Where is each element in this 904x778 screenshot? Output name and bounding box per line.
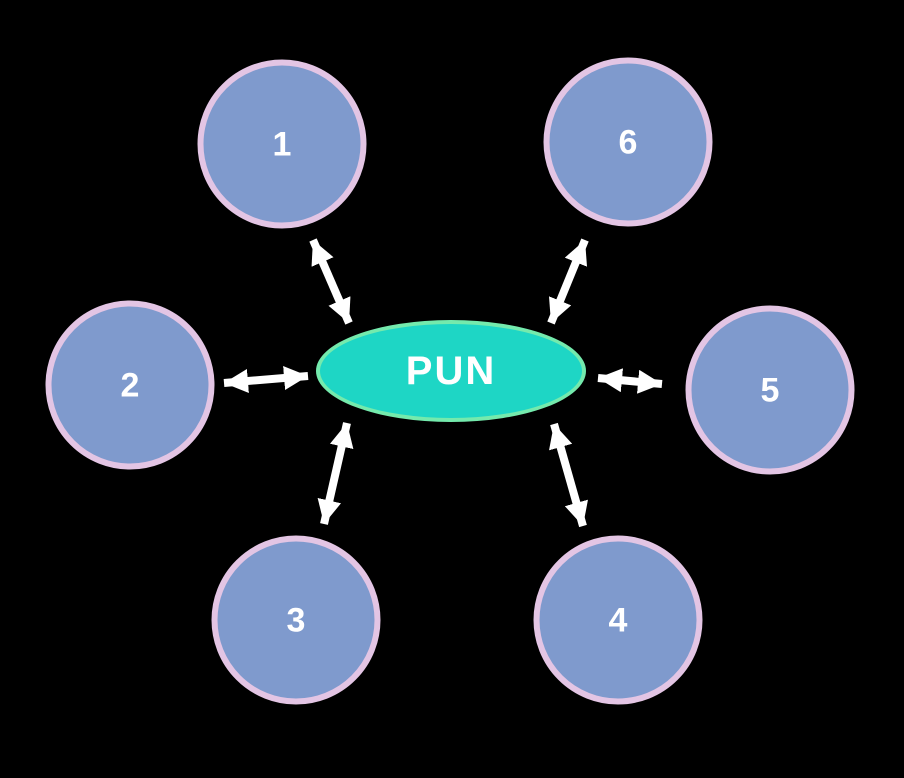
node-label-5: 5 <box>760 371 780 409</box>
arrow-center-node4 <box>549 422 588 528</box>
node-circle-5: 5 <box>685 305 855 475</box>
arrow-center-node6 <box>547 238 589 325</box>
arrow-center-node1 <box>309 238 353 325</box>
node-circle-3: 3 <box>211 535 381 705</box>
node-circle-2: 2 <box>45 300 215 470</box>
node-label-1: 1 <box>272 125 292 163</box>
center-hub-label: PUN <box>405 349 497 393</box>
node-label-2: 2 <box>120 366 140 404</box>
arrow-center-node3 <box>317 422 354 525</box>
node-label-4: 4 <box>608 601 628 639</box>
arrow-center-node5 <box>597 368 663 394</box>
node-label-3: 3 <box>286 601 306 639</box>
arrow-center-node2 <box>223 366 309 393</box>
node-circle-6: 6 <box>543 57 713 227</box>
center-hub-ellipse: PUN <box>316 320 586 422</box>
node-circle-4: 4 <box>533 535 703 705</box>
node-circle-1: 1 <box>197 59 367 229</box>
node-label-6: 6 <box>618 123 638 161</box>
